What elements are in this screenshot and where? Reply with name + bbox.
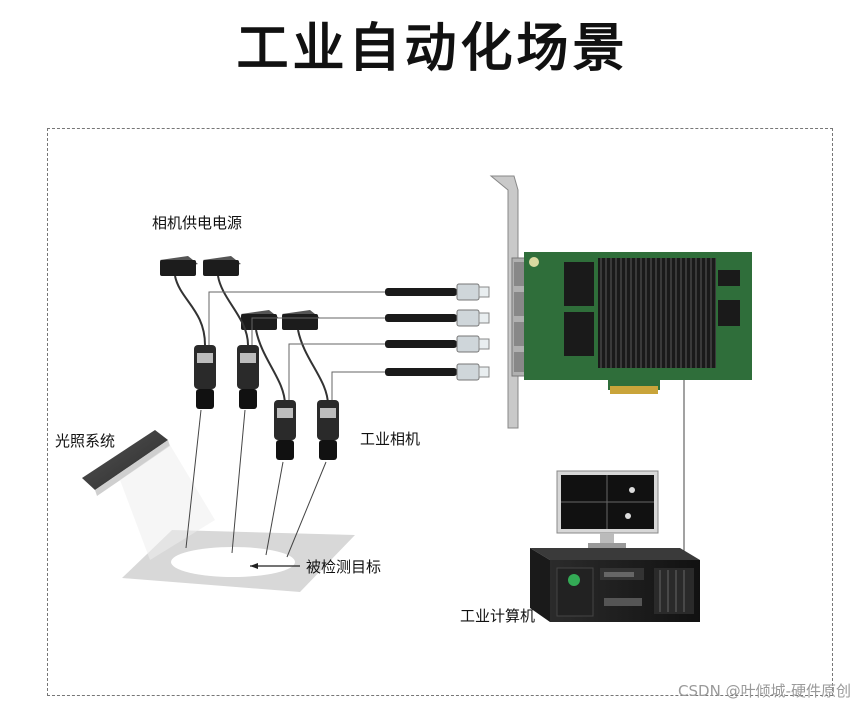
power-cables [174,275,329,406]
scene-frame [47,128,833,696]
target-platform [122,530,355,592]
page-title: 工业自动化场景 [236,19,629,79]
industrial-cameras [194,345,339,460]
target-label: 被检测目标 [306,558,382,576]
network-card [489,175,752,429]
ethernet-cables [385,283,490,381]
cameras-label: 工业相机 [360,430,421,448]
watermark: CSDN @叶倾城-硬件原创 [678,682,851,700]
camera-power-supplies [160,256,320,330]
monitor [556,470,659,548]
camera-power-label: 相机供电电源 [152,214,243,232]
computer-label: 工业计算机 [460,607,536,625]
lighting-label: 光照系统 [55,432,116,450]
camera-view-lines [185,409,327,558]
industrial-computer [530,548,700,622]
lighting-bar [82,430,215,560]
camera-signal-lines [208,291,385,400]
